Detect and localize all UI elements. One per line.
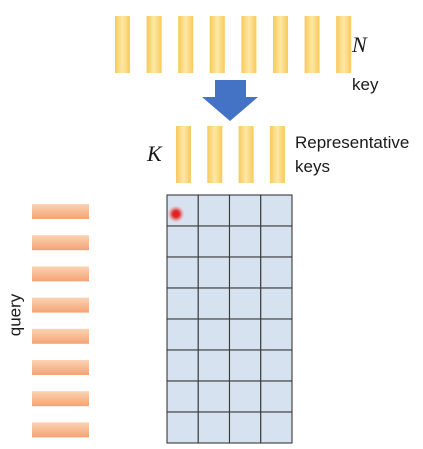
query-bar bbox=[32, 391, 89, 407]
attention-grid bbox=[166, 194, 293, 444]
key-label: key bbox=[352, 75, 379, 94]
grid-cell bbox=[260, 318, 293, 351]
grid-cell bbox=[260, 225, 293, 258]
grid-cell bbox=[197, 349, 231, 382]
key-bar bbox=[115, 16, 130, 73]
grid-cell bbox=[260, 194, 293, 227]
grid-cell bbox=[197, 411, 231, 444]
grid-cell bbox=[166, 411, 199, 444]
key-bar bbox=[241, 16, 257, 73]
grid-cell bbox=[197, 380, 231, 413]
query-label: query bbox=[5, 293, 25, 337]
grid-cell bbox=[197, 287, 231, 320]
key-bars bbox=[115, 16, 352, 73]
grid-cell bbox=[197, 318, 231, 351]
representative-key-bars bbox=[176, 126, 285, 183]
grid-cell bbox=[166, 225, 199, 258]
k-symbol: K bbox=[147, 141, 162, 166]
query-bar bbox=[32, 235, 89, 251]
query-bar bbox=[32, 297, 89, 313]
representative-key-bar bbox=[176, 126, 191, 183]
grid-cell bbox=[228, 411, 262, 444]
highlight-dot-center bbox=[173, 211, 179, 217]
grid-cell bbox=[197, 225, 231, 258]
representative-key-bar bbox=[238, 126, 254, 183]
grid-cell bbox=[166, 256, 199, 289]
grid-cell bbox=[228, 194, 262, 227]
query-bar bbox=[32, 422, 89, 438]
grid-cell bbox=[197, 194, 231, 227]
down-arrow bbox=[202, 80, 258, 121]
grid-cell bbox=[166, 287, 199, 320]
query-bars bbox=[32, 204, 89, 438]
grid-cell bbox=[260, 380, 293, 413]
grid-cell bbox=[197, 256, 231, 289]
query-bar bbox=[32, 204, 89, 219]
representative-key-bar bbox=[269, 126, 285, 183]
query-bar bbox=[32, 360, 89, 375]
representative-keys-label-line1: Representative bbox=[295, 133, 410, 152]
grid-cell bbox=[260, 411, 293, 444]
representative-key-bar bbox=[207, 126, 223, 183]
key-bar bbox=[178, 16, 194, 73]
grid-cell bbox=[228, 287, 262, 320]
key-bar bbox=[146, 16, 162, 73]
grid-cell bbox=[166, 349, 199, 382]
representative-keys-label-line2: keys bbox=[295, 157, 330, 176]
query-bar bbox=[32, 328, 89, 344]
grid-cell bbox=[166, 318, 199, 351]
grid-cell bbox=[260, 349, 293, 382]
grid-cell bbox=[166, 380, 199, 413]
query-bar bbox=[32, 266, 89, 282]
grid-cell bbox=[260, 256, 293, 289]
grid-cell bbox=[228, 380, 262, 413]
grid-cell bbox=[260, 287, 293, 320]
grid-cell bbox=[228, 349, 262, 382]
n-symbol: N bbox=[352, 32, 367, 57]
key-bar bbox=[209, 16, 225, 73]
key-bar bbox=[336, 16, 352, 73]
grid-cell bbox=[228, 225, 262, 258]
key-bar bbox=[304, 16, 320, 73]
key-bar bbox=[273, 16, 288, 73]
grid-cell bbox=[228, 256, 262, 289]
grid-cell bbox=[228, 318, 262, 351]
